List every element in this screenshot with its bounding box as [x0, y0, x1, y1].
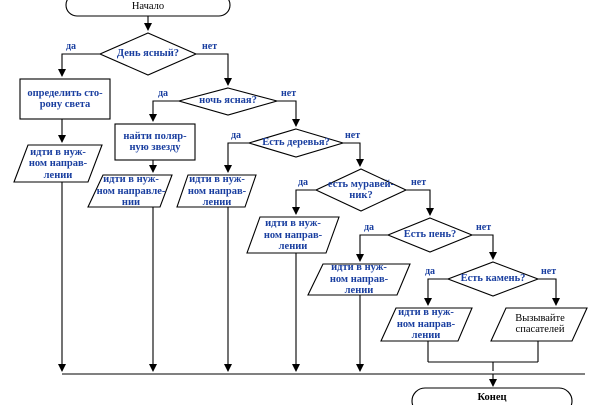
no-label: нет [202, 41, 218, 52]
move-parallelogram [246, 216, 340, 254]
decision-label: есть муравей- ник? [327, 178, 395, 201]
no-label: нет [541, 266, 557, 277]
flow-line [424, 278, 448, 306]
flow-line [277, 100, 300, 127]
action-label: Вызывайте спасателей [515, 312, 565, 335]
move-parallelogram [176, 174, 257, 208]
decision-diamond [247, 128, 345, 158]
action-label: определить сто- рону света [27, 87, 103, 110]
flow-line [406, 189, 434, 216]
move-label: идти в нуж- ном направле- нии [96, 174, 166, 208]
decision-label: ночь ясная? [199, 95, 257, 107]
decision-diamond [98, 32, 198, 76]
move-parallelogram [380, 307, 473, 342]
action-box [19, 78, 111, 120]
move-label: идти в нуж- ном направ- лении [28, 147, 88, 181]
flow-line [343, 142, 364, 167]
yes-label: да [364, 222, 375, 233]
flow-line [224, 142, 249, 173]
end-label: Конец [477, 392, 507, 404]
yes-label: да [158, 88, 169, 99]
decision-label: День ясный? [116, 48, 180, 60]
move-label: идти в нуж- ном направ- лении [396, 307, 456, 341]
move-label: идти в нуж- ном направ- лении [187, 174, 247, 208]
move-parallelogram [13, 144, 103, 183]
end-terminator [411, 387, 573, 405]
decision-label: Есть деревья? [262, 137, 330, 149]
yes-label: да [425, 266, 436, 277]
decision-diamond [386, 217, 474, 253]
no-label: нет [411, 177, 427, 188]
no-label: нет [281, 88, 297, 99]
yes-label: да [298, 177, 309, 188]
decision-diamond [446, 261, 540, 297]
action-label: найти поляр- ную звезду [123, 130, 187, 153]
decision-diamond [176, 87, 280, 116]
start-label: Начало [131, 1, 165, 13]
action-parallelogram [490, 307, 588, 342]
no-label: нет [345, 130, 361, 141]
move-label: идти в нуж- ном направ- лении [263, 218, 323, 252]
flow-line [292, 189, 316, 215]
flow-line [58, 53, 100, 77]
flow-line [196, 53, 232, 86]
move-parallelogram [307, 263, 411, 296]
move-label: идти в нуж- ном направ- лении [329, 262, 389, 296]
move-parallelogram [87, 174, 173, 208]
flow-line [472, 234, 497, 260]
yes-label: да [231, 130, 242, 141]
flow-line [149, 100, 179, 122]
flow-line [538, 278, 560, 306]
no-label: нет [476, 222, 492, 233]
action-box [114, 123, 196, 161]
flow-line [356, 234, 388, 262]
decision-diamond [314, 168, 408, 212]
yes-label: да [66, 41, 77, 52]
decision-label: Есть пень? [403, 229, 457, 241]
decision-label: Есть камень? [460, 273, 526, 285]
